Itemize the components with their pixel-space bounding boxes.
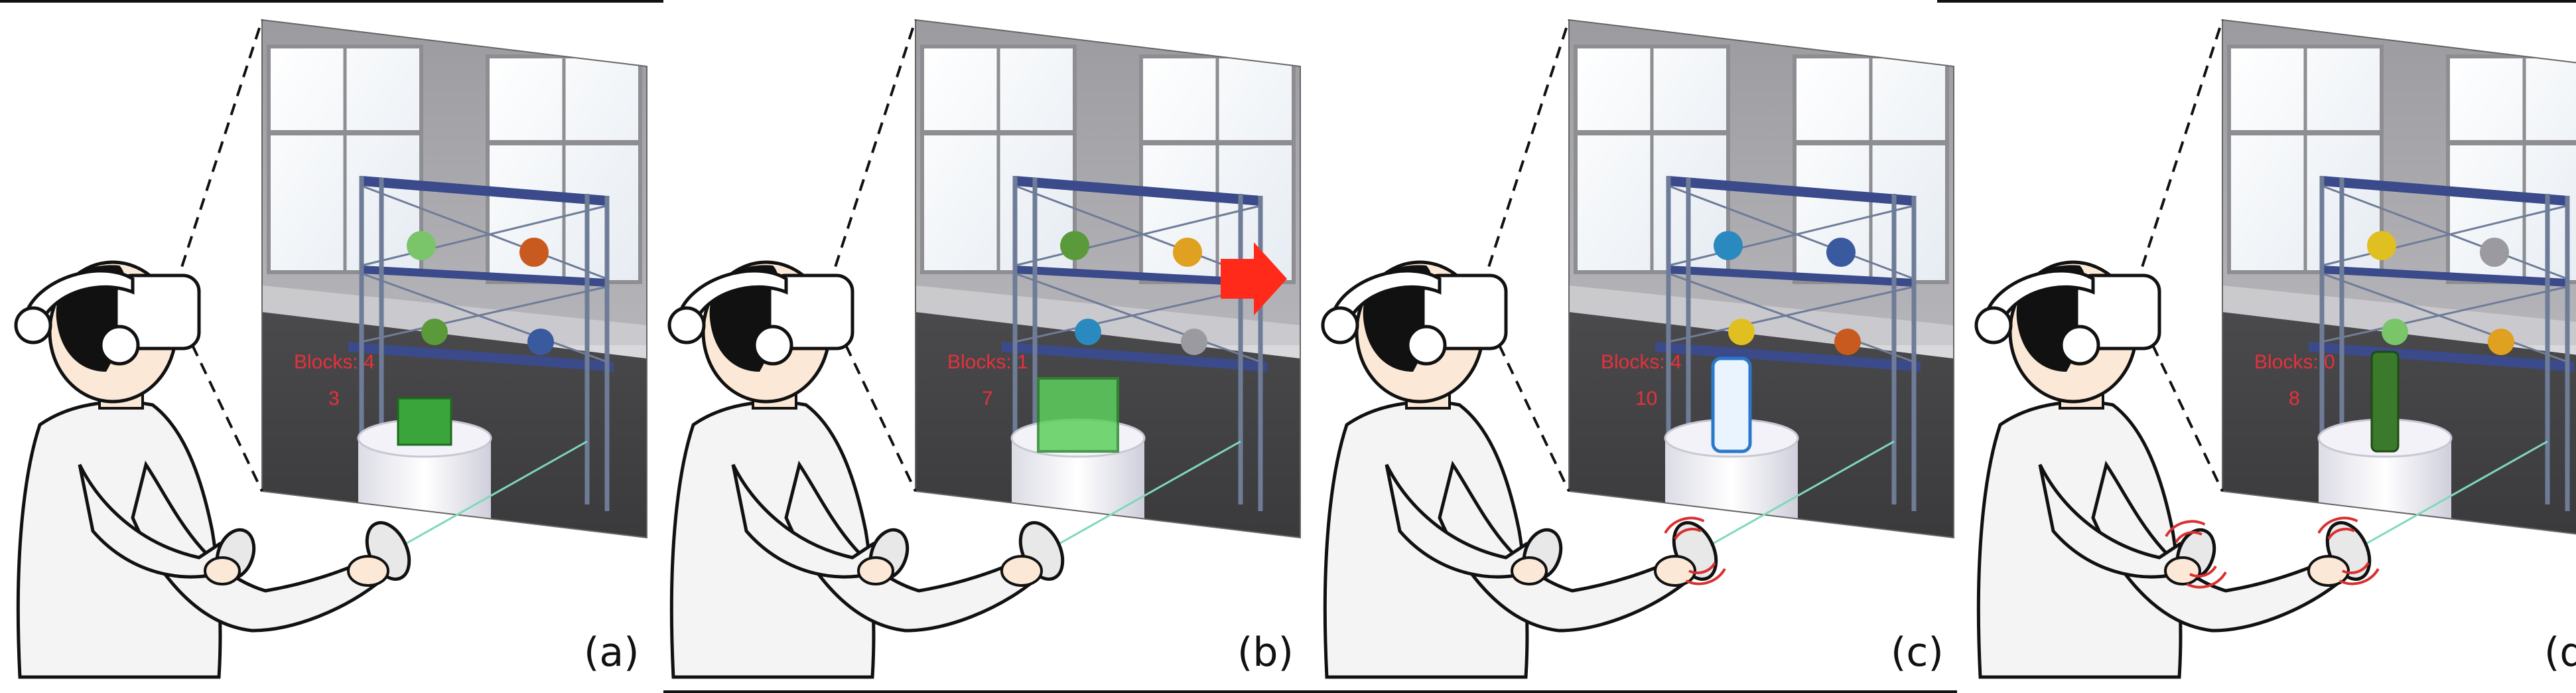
vr-scene-view: Blocks: 0 8 — [2222, 19, 2576, 538]
panel-label-2: (b) — [1237, 629, 1294, 676]
shelf-item — [407, 231, 436, 260]
vr-scene-view: Blocks: 4 3 — [261, 19, 647, 539]
shelf-item — [1728, 319, 1755, 345]
bottom-rule-middle — [663, 690, 1957, 693]
vr-headset — [1421, 273, 1508, 350]
vr-scene-view: Blocks: 1 7 — [915, 19, 1301, 539]
zoom-line — [174, 19, 263, 286]
vr-headset — [114, 273, 201, 350]
window — [2446, 54, 2576, 284]
shelf — [1655, 176, 1921, 511]
panel-4: Blocks: 0 8 — [1974, 19, 2576, 679]
vr-headset — [2074, 273, 2161, 350]
pointer-ray — [2364, 440, 2548, 546]
hud-blocks: Blocks: 4 — [294, 351, 375, 373]
panel-1: Blocks: 4 3 — [14, 19, 647, 679]
panel-2: Blocks: 1 7 — [667, 19, 1301, 679]
zoom-line — [2151, 345, 2224, 492]
zoom-line — [1481, 19, 1570, 286]
shelf-item — [2367, 231, 2396, 260]
target-object — [397, 397, 452, 446]
zoom-line — [2135, 19, 2224, 286]
target-object — [2370, 350, 2400, 453]
vibration-indicator — [1664, 516, 1726, 585]
shelf — [1002, 176, 1267, 511]
top-rule-left — [0, 0, 663, 3]
hud-blocks: Blocks: 4 — [1601, 351, 1682, 373]
hud-count: 7 — [982, 388, 993, 410]
headset-strap — [1985, 269, 2095, 329]
panel-label-3: (c) — [1891, 629, 1944, 676]
target-object — [1711, 356, 1752, 453]
headset-strap — [678, 269, 788, 329]
shelf-item — [2382, 319, 2408, 345]
pointer-ray — [404, 440, 588, 546]
shelf — [2309, 176, 2574, 511]
shelf-item — [1826, 238, 1856, 267]
hud-count: 10 — [1635, 388, 1657, 410]
panel-label-4: (d) — [2544, 629, 2576, 676]
vr-user-illustration — [14, 260, 411, 679]
top-rule-right — [1937, 0, 2576, 3]
indicator-arrow — [1221, 242, 1287, 315]
zoom-line — [191, 345, 263, 492]
zoom-line — [1498, 345, 1570, 492]
shelf-item — [1714, 231, 1743, 260]
zoom-line — [828, 19, 917, 286]
pointer-ray — [1057, 440, 1241, 546]
vibration-indicator — [2165, 520, 2227, 589]
shelf-item — [527, 329, 554, 355]
hud-blocks: Blocks: 0 — [2254, 351, 2335, 373]
target-object — [1037, 377, 1119, 453]
shelf-item — [1181, 329, 1207, 355]
headset-strap — [25, 269, 135, 329]
shelf-item — [2488, 329, 2514, 355]
shelf-item — [1173, 238, 1202, 267]
zoom-line — [845, 345, 917, 492]
shelf-item — [1834, 329, 1861, 355]
vr-headset — [768, 273, 854, 350]
vr-user-illustration — [1321, 260, 1718, 679]
pointer-ray — [1711, 440, 1895, 546]
panel-3: Blocks: 4 10 — [1321, 19, 1954, 679]
shelf-item — [2480, 238, 2509, 267]
vr-scene-view: Blocks: 4 10 — [1568, 19, 1954, 539]
shelf-item — [1060, 231, 1089, 260]
panel-label-1: (a) — [584, 629, 640, 676]
hud-count: 3 — [328, 388, 340, 410]
hud-blocks: Blocks: 1 — [947, 351, 1028, 373]
headset-strap — [1331, 269, 1442, 329]
vr-user-illustration — [1974, 260, 2372, 679]
shelf-item — [1075, 319, 1101, 345]
vr-user-illustration — [667, 260, 1065, 679]
shelf-item — [519, 238, 549, 267]
vibration-indicator — [2317, 516, 2380, 585]
shelf — [348, 176, 614, 511]
hud-count: 8 — [2289, 388, 2300, 410]
shelf-item — [421, 319, 448, 345]
